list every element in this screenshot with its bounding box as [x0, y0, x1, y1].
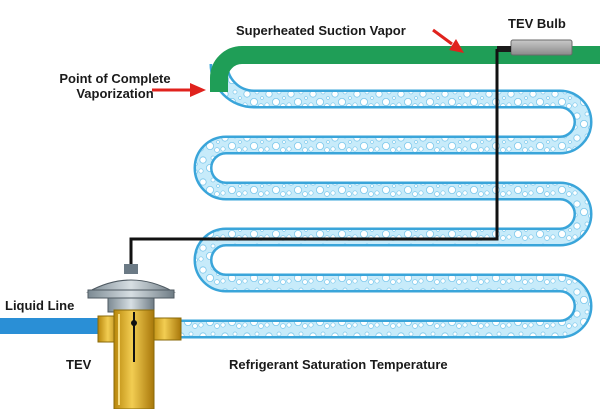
tev-valve-icon — [86, 264, 182, 409]
tev-label: TEV — [66, 357, 92, 372]
red-arrow-icon — [432, 28, 464, 53]
liquid-line-pipe — [0, 318, 106, 334]
capillary-tube — [129, 49, 499, 265]
tev-bulb-label: TEV Bulb — [508, 16, 566, 31]
evaporator-coil-liquid — [180, 63, 590, 336]
liquid-line-label: Liquid Line — [5, 298, 75, 313]
refrigerant-saturation-temperature-label: Refrigerant Saturation Temperature — [229, 357, 448, 372]
red-arrow-icon — [152, 83, 206, 97]
superheated-vapor-pipe — [210, 46, 600, 92]
tev-bulb-icon — [510, 39, 573, 56]
superheated-suction-vapor-label: Superheated Suction Vapor — [236, 23, 406, 38]
point-of-complete-vaporization-label: Point of Complete Vaporization — [59, 71, 171, 101]
